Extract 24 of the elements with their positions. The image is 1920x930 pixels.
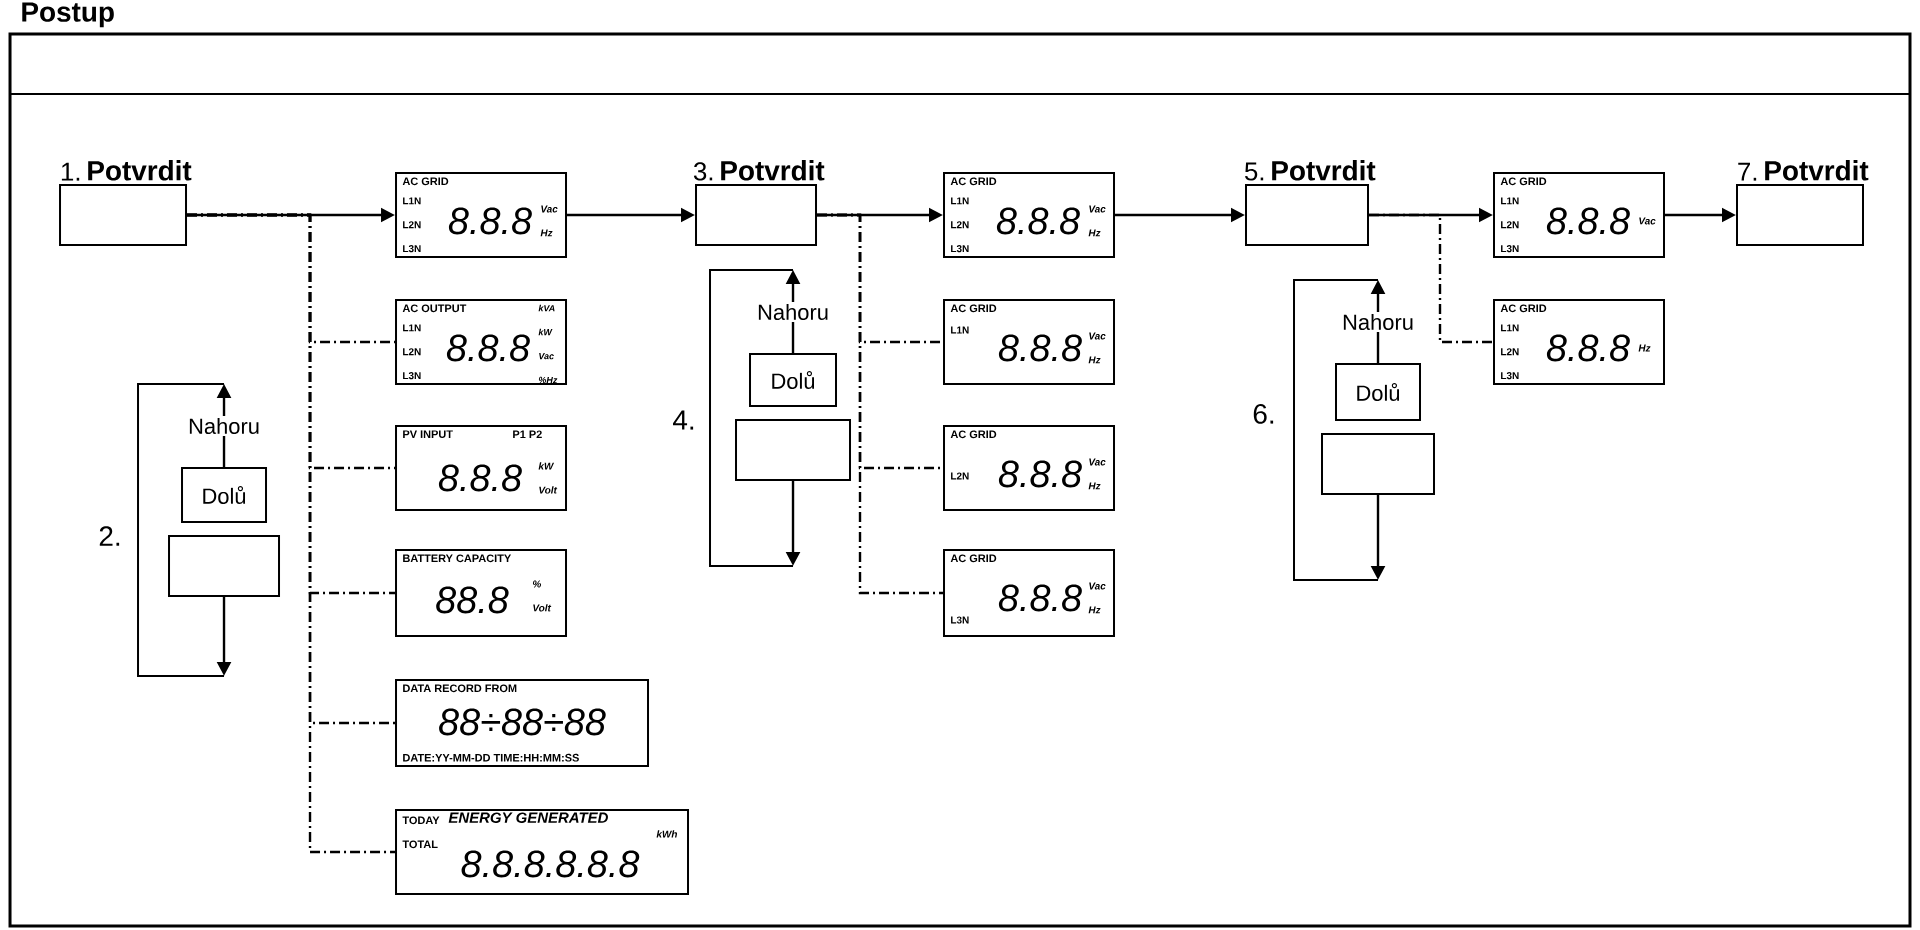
edge-label: Nahoru xyxy=(1340,311,1416,333)
step-number: 6. xyxy=(1253,404,1274,424)
button-box: Dolů xyxy=(749,353,837,407)
step-heading: Potvrdit xyxy=(88,160,192,181)
button-box: Dolů xyxy=(181,467,267,523)
blank-box xyxy=(1321,433,1435,495)
step-number: 7. xyxy=(1738,162,1757,181)
step-number: 5. xyxy=(1244,162,1264,181)
edge-label: Nahoru xyxy=(186,415,262,437)
connector-line xyxy=(1369,213,1493,344)
connector-line xyxy=(187,213,395,854)
blank-box xyxy=(168,535,280,597)
edge-label: Nahoru xyxy=(755,301,831,323)
connector-line xyxy=(817,213,943,595)
step-heading: Potvrdit xyxy=(1272,160,1376,181)
step-number: 2. xyxy=(99,526,120,546)
step-heading: Potvrdit xyxy=(721,160,825,181)
button-box: Dolů xyxy=(1335,363,1421,421)
title: Postup xyxy=(22,2,114,28)
blank-box xyxy=(735,419,851,481)
step-number: 1. xyxy=(61,162,80,181)
step-heading: Potvrdit xyxy=(1765,160,1869,181)
step-number: 4. xyxy=(673,410,694,430)
step-number: 3. xyxy=(693,162,713,181)
